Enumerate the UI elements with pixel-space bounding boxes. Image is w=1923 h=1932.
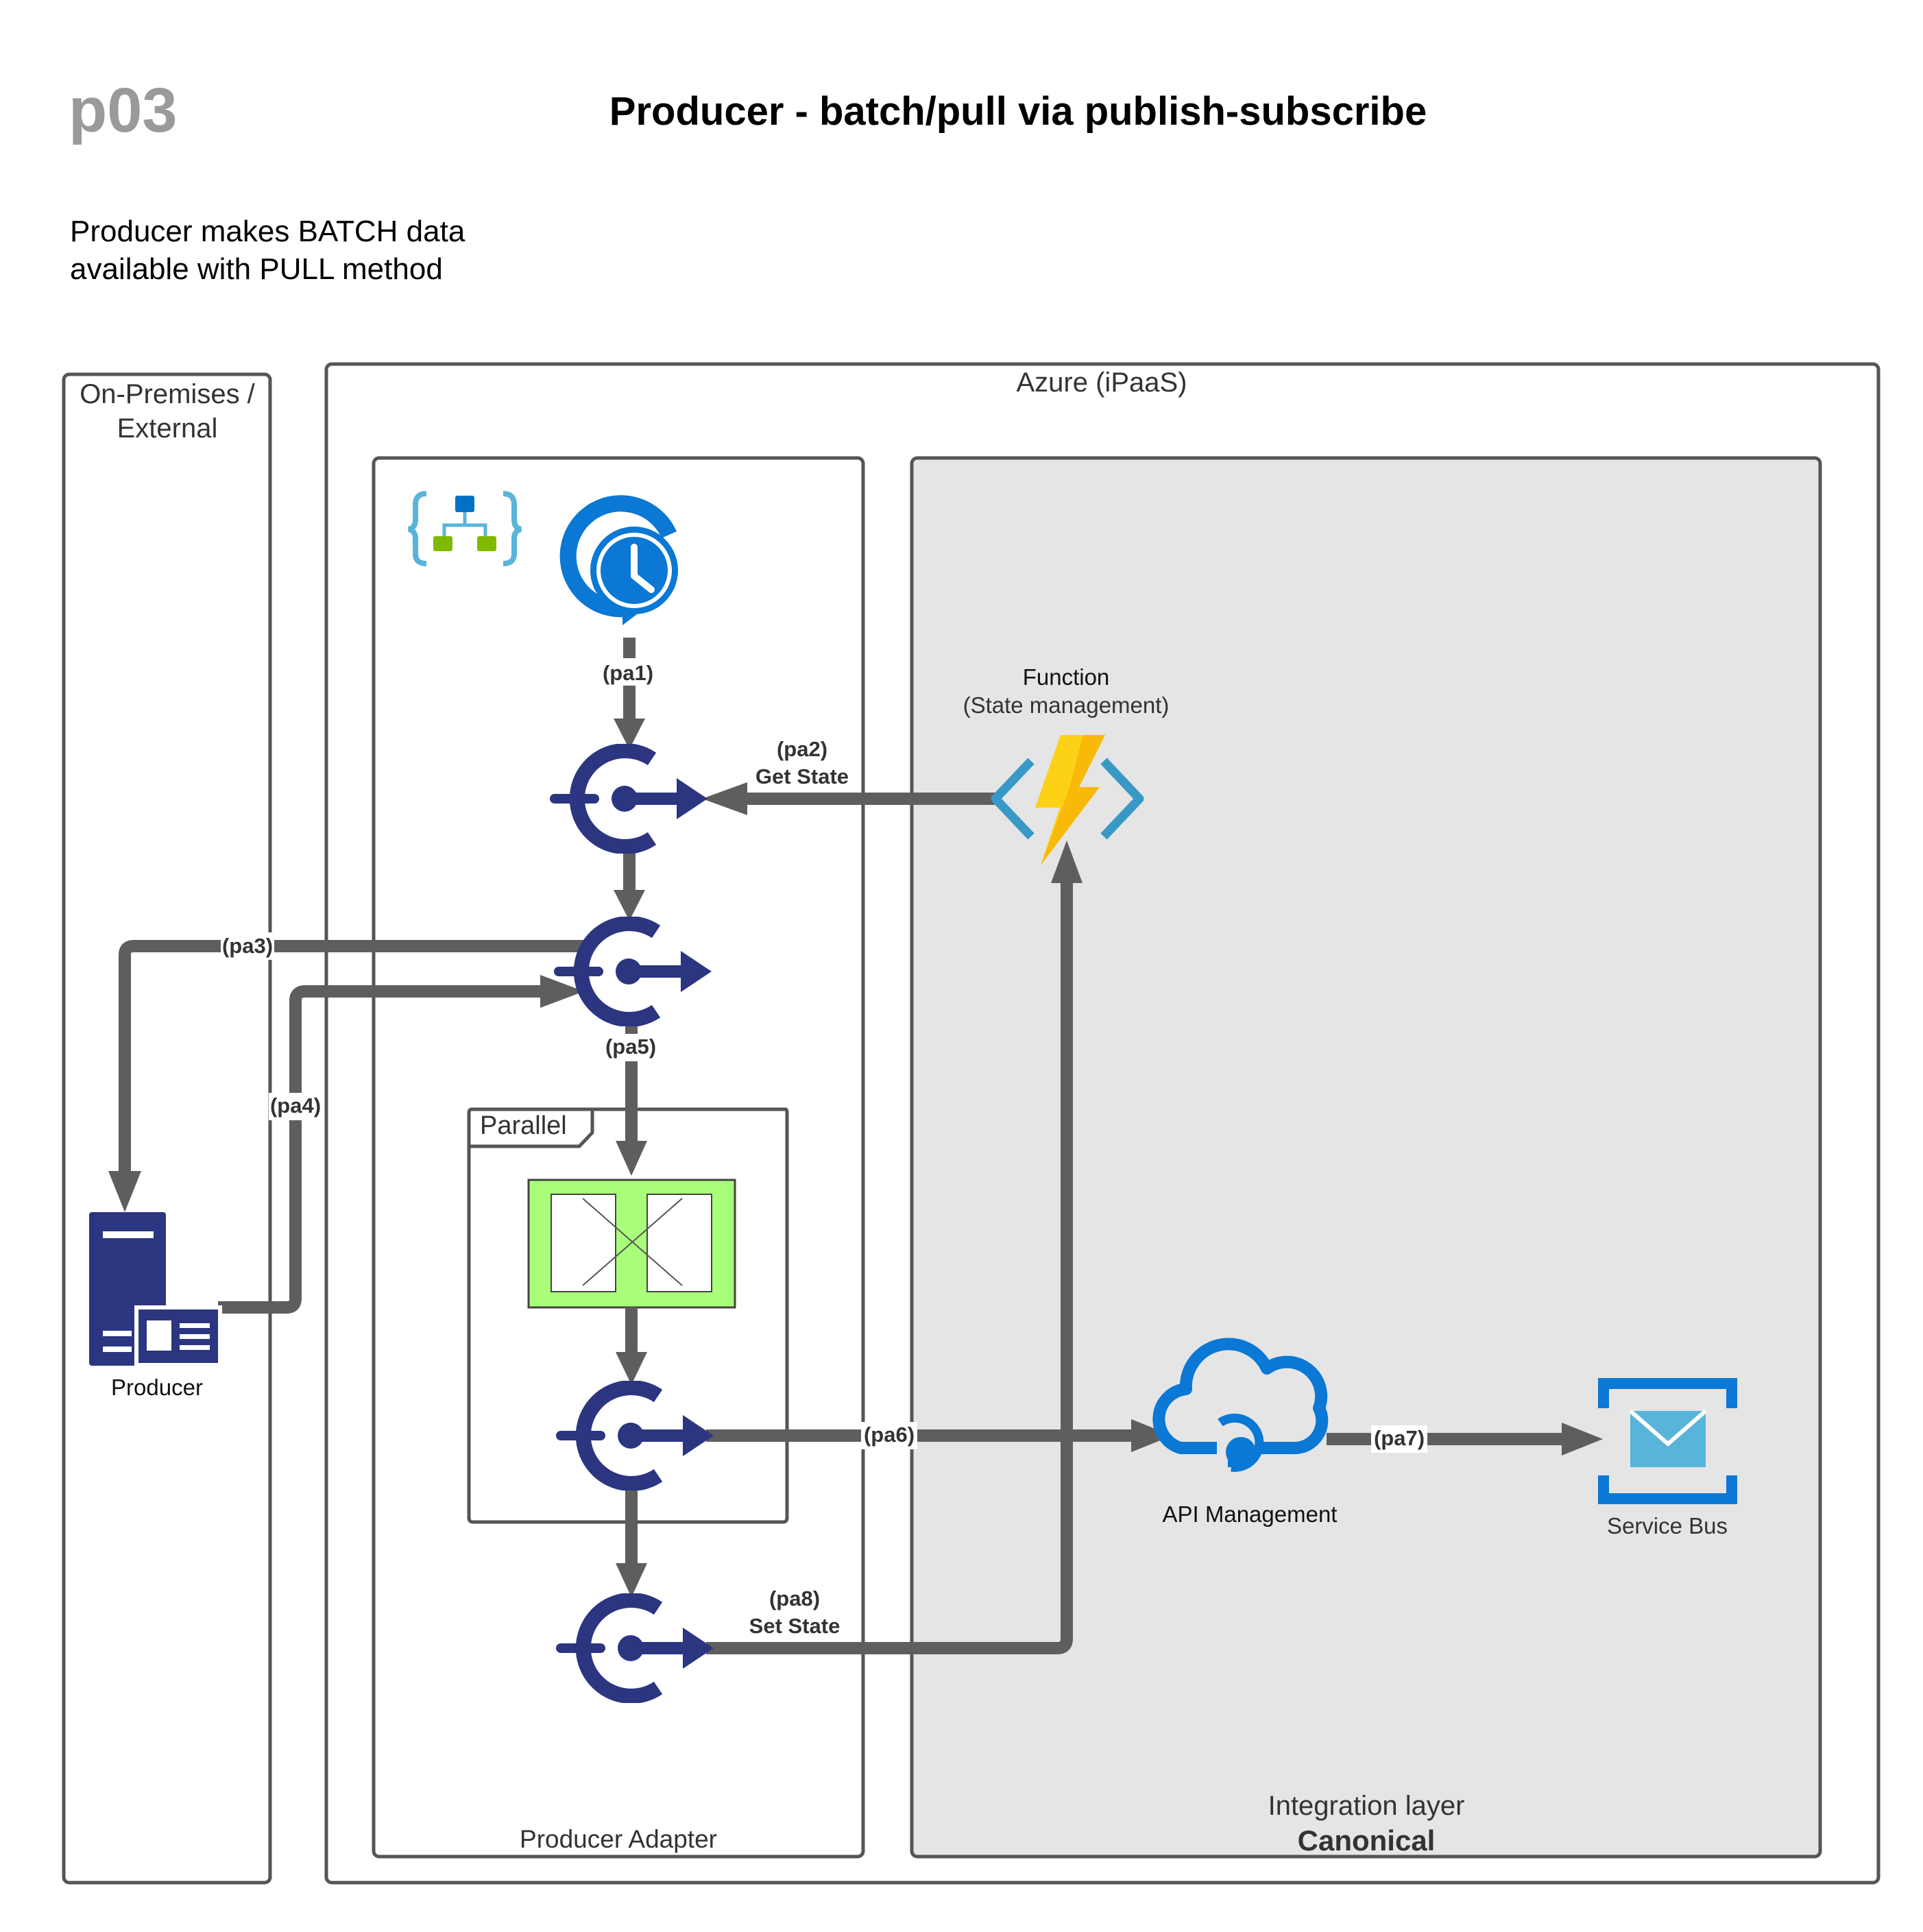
arrow-c1-c2 bbox=[614, 890, 645, 921]
service-bus-label: Service Bus bbox=[1607, 1513, 1728, 1538]
pa3-label-bg bbox=[221, 932, 274, 960]
flow-pa3 bbox=[119, 940, 587, 1179]
arrow-pa5 bbox=[616, 1141, 647, 1176]
api-management-label: API Management bbox=[1163, 1501, 1338, 1527]
function-label-2: (State management) bbox=[963, 692, 1170, 718]
arrow-pa6 bbox=[1131, 1419, 1172, 1452]
flow-pa4 bbox=[218, 985, 548, 1314]
pa7-label-bg bbox=[1371, 1425, 1427, 1453]
service-bus-icon bbox=[1598, 1378, 1737, 1504]
step-pa8: (pa8) bbox=[769, 1586, 820, 1610]
server-icon bbox=[89, 1212, 222, 1367]
page-id: p03 bbox=[69, 75, 178, 145]
recurrence-clock-icon bbox=[559, 495, 678, 625]
step-pa7: (pa7) bbox=[1374, 1426, 1425, 1450]
step-pa4: (pa4) bbox=[270, 1094, 321, 1118]
pa6-label-bg bbox=[861, 1422, 917, 1449]
arrow-pa7 bbox=[1562, 1423, 1603, 1456]
logic-app-icon bbox=[407, 491, 522, 566]
step-pa3: (pa3) bbox=[222, 934, 273, 958]
arrow-pa2 bbox=[702, 782, 747, 815]
producer-adapter-zone bbox=[372, 456, 865, 1859]
arrow-pa1 bbox=[614, 719, 645, 749]
onprem-zone bbox=[62, 372, 272, 1885]
branch-right bbox=[646, 1194, 712, 1292]
producer-adapter-label: Producer Adapter bbox=[520, 1825, 717, 1853]
step-pa1: (pa1) bbox=[603, 661, 653, 685]
azure-zone bbox=[324, 362, 1880, 1885]
parallel-scope bbox=[467, 1107, 789, 1524]
connector-icon-1 bbox=[550, 751, 707, 847]
parallel-tab bbox=[469, 1109, 594, 1148]
integration-layer-label: Integration layer bbox=[1268, 1791, 1465, 1821]
azure-function-icon bbox=[991, 735, 1144, 865]
canonical-label: Canonical bbox=[1298, 1824, 1436, 1857]
step-pa8-action: Set State bbox=[749, 1614, 840, 1638]
azure-label: Azure (iPaaS) bbox=[1017, 367, 1187, 398]
arrow-pa8 bbox=[1051, 841, 1083, 883]
function-label-1: Function bbox=[1023, 664, 1110, 690]
pa5-label-bg bbox=[601, 1034, 662, 1061]
flow-pa8 bbox=[706, 878, 1073, 1654]
pa4-label-bg bbox=[269, 1093, 322, 1120]
onprem-label-1: On-Premises / bbox=[80, 379, 255, 409]
step-pa2-action: Get State bbox=[755, 764, 849, 788]
connector-icon-2 bbox=[554, 923, 712, 1019]
api-management-icon bbox=[1152, 1338, 1329, 1472]
parallel-label: Parallel bbox=[480, 1111, 567, 1140]
step-pa6: (pa6) bbox=[864, 1423, 915, 1447]
integration-layer-zone bbox=[910, 456, 1822, 1859]
arrow-pa3 bbox=[108, 1171, 141, 1212]
arrow-c3-c4 bbox=[616, 1563, 647, 1597]
connector-icon-4 bbox=[556, 1600, 714, 1696]
step-pa2: (pa2) bbox=[777, 737, 827, 761]
connector-icon-3 bbox=[556, 1388, 714, 1484]
branch-cross-2 bbox=[582, 1198, 683, 1286]
arrow-green-c3 bbox=[616, 1352, 647, 1385]
step-pa5: (pa5) bbox=[605, 1035, 656, 1059]
pa1-label-bg bbox=[596, 658, 662, 686]
branch-left bbox=[551, 1194, 616, 1292]
page-title: Producer - batch/pull via publish-subscr… bbox=[609, 89, 1427, 134]
arrow-pa4 bbox=[540, 975, 584, 1008]
subtitle-line-2: available with PULL method bbox=[70, 252, 443, 286]
onprem-label-2: External bbox=[117, 413, 218, 444]
subtitle-line-1: Producer makes BATCH data bbox=[70, 215, 465, 248]
producer-label: Producer bbox=[111, 1375, 203, 1400]
